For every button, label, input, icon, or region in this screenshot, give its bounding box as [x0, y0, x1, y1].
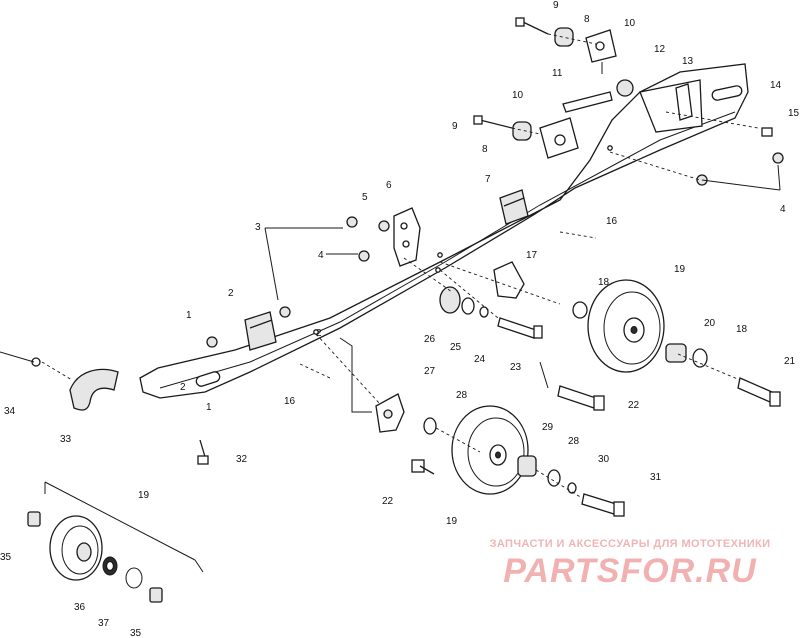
callout-32: 32 — [236, 454, 248, 465]
callout-24: 24 — [474, 354, 486, 365]
idler-wheel-lower — [423, 405, 577, 495]
callout-21: 21 — [784, 356, 796, 367]
callout-22-lower: 22 — [382, 496, 394, 507]
idler-bracket-17 — [493, 261, 525, 299]
callout-1: 1 — [186, 310, 192, 321]
callout-7: 7 — [485, 174, 491, 185]
idler-wheel-upper — [572, 279, 708, 373]
rear-pivot-bracket — [639, 79, 703, 133]
wear-block-front — [244, 311, 277, 351]
callout-35-left: 35 — [0, 552, 12, 563]
callout-14: 14 — [770, 80, 782, 91]
rail-label-2: 2 — [180, 382, 186, 393]
rail-slot — [195, 371, 221, 387]
callout-28-lower: 28 — [568, 436, 580, 447]
callout-9-top: 9 — [553, 0, 559, 11]
bolts — [197, 17, 781, 517]
callout-26: 26 — [424, 334, 436, 345]
callout-19-upper: 19 — [674, 264, 686, 275]
watermark: ЗАПЧАСТИ И АКСЕССУАРЫ ДЛЯ МОТОТЕХНИКИ PA… — [480, 538, 780, 591]
callout-25: 25 — [450, 342, 462, 353]
callout-15: 15 — [788, 108, 800, 119]
rail-label-1: 1 — [206, 402, 212, 413]
side-label-4: 4 — [780, 204, 786, 215]
callout-17: 17 — [526, 250, 538, 261]
callout-31: 31 — [650, 472, 662, 483]
leader-lines — [41, 33, 781, 499]
callout-27: 27 — [424, 366, 436, 377]
wear-block-rear — [499, 189, 529, 225]
callout-23: 23 — [510, 362, 522, 373]
side-label-16: 16 — [284, 396, 296, 407]
callout-10-mid: 10 — [512, 90, 524, 101]
nuts — [31, 152, 784, 367]
callout-30: 30 — [598, 454, 610, 465]
callout-5: 5 — [362, 192, 368, 203]
callout-9-mid: 9 — [452, 121, 458, 132]
callout-16: 16 — [606, 216, 618, 227]
callout-13: 13 — [682, 56, 694, 67]
callout-35-bottom: 35 — [130, 628, 142, 638]
bogie-wheel-assembly — [27, 481, 204, 603]
callout-19-lower: 19 — [446, 516, 458, 527]
callout-8-top: 8 — [584, 14, 590, 25]
callout-4: 4 — [318, 250, 324, 261]
front-bracket — [393, 207, 421, 267]
callout-20: 20 — [704, 318, 716, 329]
callout-29: 29 — [542, 422, 554, 433]
callout-8-mid: 8 — [482, 144, 488, 155]
callout-33: 33 — [60, 434, 72, 445]
callout-34: 34 — [4, 406, 16, 417]
callout-2: 2 — [228, 288, 234, 299]
callout-11: 11 — [552, 68, 563, 79]
rail-label-2b: 2 — [316, 328, 322, 339]
callout-12: 12 — [654, 44, 666, 55]
rail-slot-rear — [711, 85, 743, 101]
callout-6: 6 — [386, 180, 392, 191]
callout-37: 37 — [98, 618, 110, 629]
watermark-tagline: ЗАПЧАСТИ И АКСЕССУАРЫ ДЛЯ МОТОТЕХНИКИ — [489, 538, 771, 550]
spacer-stack — [439, 286, 489, 318]
callout-10-top: 10 — [624, 18, 636, 29]
upper-bushings — [512, 27, 617, 159]
callout-36: 36 — [74, 602, 86, 613]
lower-bracket-27 — [375, 393, 405, 433]
watermark-logo: PARTSFOR.RU — [503, 552, 757, 590]
callout-18-upper: 18 — [598, 277, 610, 288]
rail-tip — [0, 351, 119, 411]
callout-3: 3 — [255, 222, 261, 233]
callout-22-right: 22 — [628, 400, 640, 411]
callout-19-assembly: 19 — [138, 490, 150, 501]
callout-28-upper: 28 — [456, 390, 468, 401]
callout-18-right: 18 — [736, 324, 748, 335]
